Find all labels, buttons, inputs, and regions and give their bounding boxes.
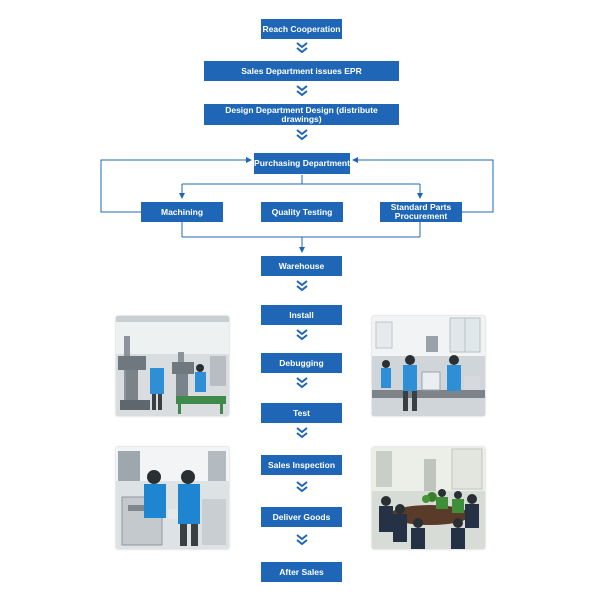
node-label: Warehouse <box>278 260 325 271</box>
node-label: Install <box>289 309 314 320</box>
node-label: Quality Testing <box>271 206 333 217</box>
node-label: Machining <box>160 206 204 217</box>
node-deliver-goods[interactable]: Deliver Goods <box>261 507 342 527</box>
chevron-group <box>296 42 308 546</box>
node-machining[interactable]: Machining <box>141 202 223 222</box>
chevron-down-icon <box>296 90 308 97</box>
node-reach-cooperation[interactable]: Reach Cooperation <box>261 19 342 39</box>
node-test[interactable]: Test <box>261 403 342 423</box>
node-label: Debugging <box>279 357 324 368</box>
node-label: Test <box>293 407 310 418</box>
chevron-down-icon <box>296 329 308 336</box>
chevron-down-icon <box>296 129 308 136</box>
node-install[interactable]: Install <box>261 305 342 325</box>
node-warehouse[interactable]: Warehouse <box>261 256 342 276</box>
chevron-down-icon <box>296 42 308 49</box>
node-sales-epr[interactable]: Sales Department issues EPR <box>204 61 399 81</box>
loop-machining-to-purchasing <box>100 157 252 213</box>
node-label: Purchasing Department <box>254 158 350 169</box>
chevron-down-icon <box>296 334 308 341</box>
chevron-down-icon <box>296 432 308 439</box>
node-debugging[interactable]: Debugging <box>261 353 342 373</box>
loop-parts-to-purchasing <box>352 157 494 213</box>
node-sales-inspection[interactable]: Sales Inspection <box>261 455 342 475</box>
node-label: After Sales <box>279 566 324 577</box>
chevron-down-icon <box>296 534 308 541</box>
chevron-down-icon <box>296 539 308 546</box>
meeting-room-photo <box>372 447 485 549</box>
node-purchasing-department[interactable]: Purchasing Department <box>254 153 350 174</box>
chevron-down-icon <box>296 47 308 54</box>
node-label: Reach Cooperation <box>262 23 341 34</box>
chevron-down-icon <box>296 486 308 493</box>
chevron-down-icon <box>296 481 308 488</box>
node-label-line2: Procurement <box>394 211 448 221</box>
node-label: Sales Inspection <box>267 459 336 470</box>
chevron-down-icon <box>296 427 308 434</box>
node-standard-parts-procurement[interactable]: Standard Parts Procurement <box>380 202 462 222</box>
node-label: Deliver Goods <box>272 511 331 522</box>
chevron-down-icon <box>296 285 308 292</box>
chevron-down-icon <box>296 382 308 389</box>
chevron-down-icon <box>296 280 308 287</box>
node-after-sales[interactable]: After Sales <box>261 562 342 582</box>
node-design-department[interactable]: Design Department Design (distribute dra… <box>204 104 399 125</box>
chevron-down-icon <box>296 377 308 384</box>
machining-workshop-photo <box>116 316 229 416</box>
node-label: Sales Department issues EPR <box>241 65 362 76</box>
chevron-down-icon <box>296 85 308 92</box>
node-label: Design Department Design (distribute dra… <box>225 104 378 124</box>
node-quality-testing[interactable]: Quality Testing <box>261 202 343 222</box>
assembly-workbench-photo <box>372 316 485 416</box>
machine-install-photo <box>116 447 229 549</box>
node-label-line1: Standard Parts <box>390 202 452 213</box>
chevron-down-icon <box>296 134 308 141</box>
